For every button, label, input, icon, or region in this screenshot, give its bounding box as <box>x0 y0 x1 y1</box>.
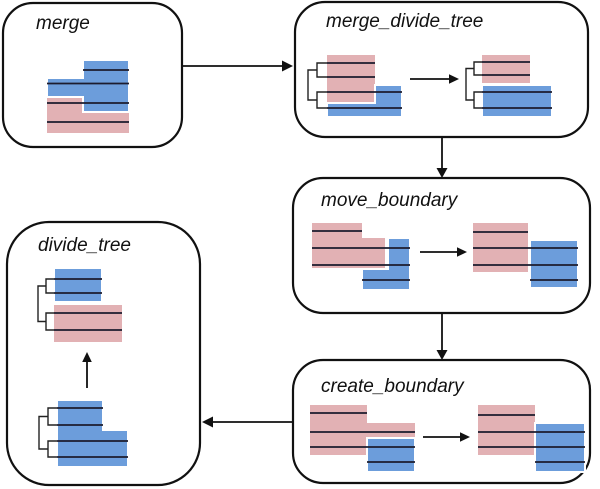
edge-arrowhead <box>202 416 213 428</box>
mdt-right-pink-block <box>482 55 530 83</box>
mb-transition-arrowhead <box>457 247 467 257</box>
mdt-right-blue-block <box>481 84 553 118</box>
cb-left-blue-block <box>366 437 416 473</box>
node-merge-divide-tree: merge_divide_tree <box>293 0 590 139</box>
cb-transition-arrowhead <box>460 432 470 442</box>
node-divide-tree: divide_tree <box>5 220 202 487</box>
node-label-create-boundary: create_boundary <box>321 376 465 397</box>
node-create-boundary: create_boundary <box>291 358 592 485</box>
dt-top-blue-block <box>53 267 103 303</box>
dt-top-row-lines <box>54 278 122 331</box>
edge-arrowhead <box>282 60 293 72</box>
mdt-right-tree-bracket <box>465 61 482 109</box>
node-move-boundary: move_boundary <box>291 176 592 315</box>
dt-transition-arrowhead <box>82 352 92 362</box>
node-merge: merge <box>1 1 184 149</box>
cb-left-pink-block <box>310 405 415 455</box>
edge-arrowhead <box>436 168 448 178</box>
node-label-move-boundary: move_boundary <box>321 190 459 211</box>
merge-row-lines <box>47 69 129 123</box>
mdt-transition-arrowhead <box>449 74 459 84</box>
mb-left-row-lines <box>312 230 410 281</box>
dt-bottom-blue-block <box>56 399 129 468</box>
edge-merge-divide-tree-to-move-boundary <box>436 137 448 178</box>
mb-right-row-lines <box>473 231 578 281</box>
edge-arrowhead <box>436 350 448 360</box>
mb-left-pink-block <box>312 223 385 268</box>
edge-merge-to-merge-divide-tree <box>182 60 293 72</box>
node-label-divide-tree: divide_tree <box>38 235 131 256</box>
dt-top-tree-bracket <box>37 278 54 331</box>
cb-left-row-lines <box>310 412 415 463</box>
merge-blue-block <box>46 59 130 113</box>
mb-left-blue-block <box>361 237 411 291</box>
edge-create-boundary-to-divide-tree <box>202 416 293 428</box>
mdt-left-row-lines <box>327 62 402 109</box>
node-label-merge-divide-tree: merge_divide_tree <box>326 11 483 32</box>
mdt-right-row-lines <box>482 61 552 109</box>
dt-top-pink-block <box>54 305 122 342</box>
dt-bottom-tree-bracket <box>38 407 57 458</box>
mdt-left-blue-block <box>326 84 403 118</box>
dt-bottom-row-lines <box>57 407 128 458</box>
node-label-merge: merge <box>36 13 90 34</box>
cb-right-row-lines <box>478 414 585 463</box>
edge-move-boundary-to-create-boundary <box>436 313 448 360</box>
merge-pink-block <box>47 97 129 133</box>
mdt-left-tree-bracket <box>307 62 327 109</box>
